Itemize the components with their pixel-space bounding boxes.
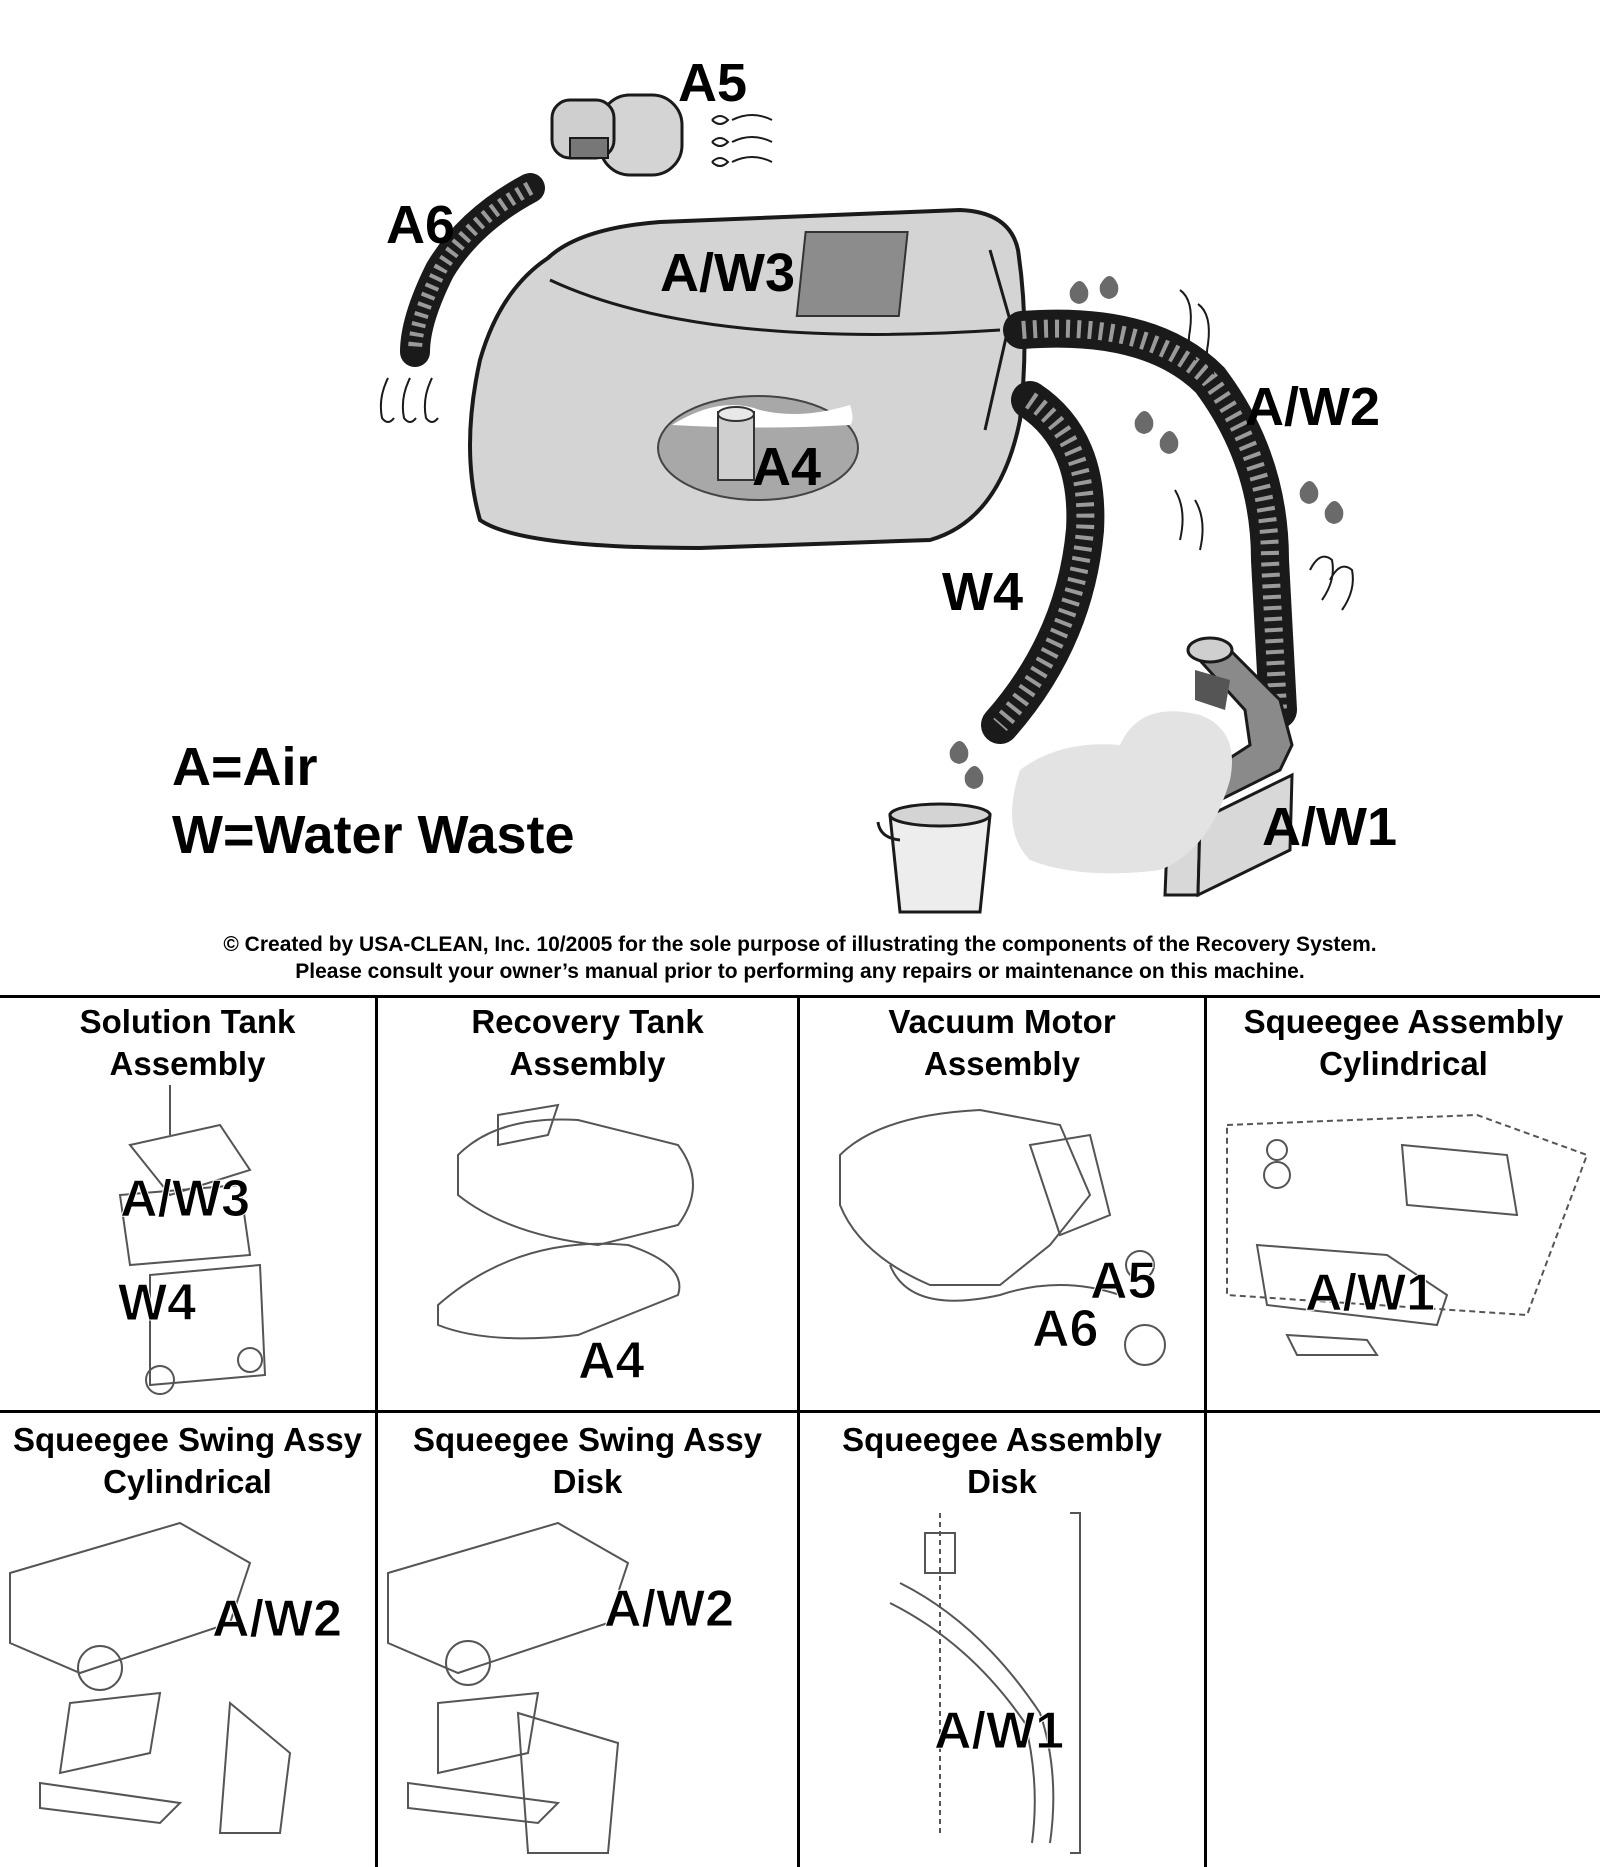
tag-aw1: A/W1 — [1305, 1264, 1436, 1322]
vacuum-motor-parts-drawing — [839, 1108, 1166, 1366]
title-line-1: Squeegee Assembly — [1243, 1003, 1564, 1040]
tag-a5: A5 — [1089, 1252, 1157, 1310]
title-line-1: Squeegee Swing Assy — [412, 1421, 763, 1458]
tag-w4: W4 — [118, 1274, 197, 1332]
cell-title: Squeegee Assembly Cylindrical — [1207, 1001, 1600, 1085]
label-aw3: A/W3 — [660, 243, 795, 303]
title-line-2: Assembly — [109, 1045, 266, 1082]
cell-squeegee-swing-assy-disk[interactable]: Squeegee Swing Assy Disk A/W2 — [378, 1413, 800, 1867]
tag-aw2: A/W2 — [212, 1590, 343, 1648]
legend-air: A=Air — [172, 737, 318, 797]
title-line-1: Squeegee Assembly — [842, 1421, 1162, 1458]
recovery-tank — [468, 207, 1027, 551]
label-w4: W4 — [942, 562, 1023, 622]
cell-title: Solution Tank Assembly — [0, 1001, 375, 1085]
tag-aw1: A/W1 — [934, 1702, 1065, 1760]
label-a6: A6 — [386, 195, 456, 255]
assembly-grid: Solution Tank Assembly A/W3 W4 Recovery … — [0, 995, 1600, 1867]
title-line-1: Vacuum Motor — [888, 1003, 1116, 1040]
hose-aw2 — [1003, 309, 1297, 729]
water-puddle — [1012, 711, 1232, 874]
credit-line-1: © Created by USA-CLEAN, Inc. 10/2005 for… — [223, 933, 1377, 956]
bucket — [876, 802, 992, 914]
hose-a6 — [400, 173, 545, 367]
cell-squeegee-assembly-cylindrical[interactable]: Squeegee Assembly Cylindrical A/W1 — [1207, 995, 1600, 1413]
cell-solution-tank-assembly[interactable]: Solution Tank Assembly A/W3 W4 — [0, 995, 378, 1413]
solution-tank-parts-drawing — [118, 1085, 267, 1395]
title-line-2: Disk — [552, 1463, 623, 1500]
legend-water: W=Water Waste — [172, 805, 575, 865]
title-line-1: Solution Tank — [79, 1003, 296, 1040]
vacuum-motor — [550, 93, 684, 177]
cell-title: Squeegee Swing Assy Disk — [378, 1419, 797, 1503]
title-line-2: Cylindrical — [1319, 1045, 1488, 1082]
cell-squeegee-swing-assy-cylindrical[interactable]: Squeegee Swing Assy Cylindrical A/W2 — [0, 1413, 378, 1867]
air-flow-icon — [379, 114, 1354, 611]
title-line-1: Recovery Tank — [471, 1003, 704, 1040]
label-a5: A5 — [678, 53, 748, 113]
squeegee-cylindrical-parts-drawing — [1226, 1113, 1589, 1356]
cell-vacuum-motor-assembly[interactable]: Vacuum Motor Assembly A5 A6 — [800, 995, 1207, 1413]
swing-cylindrical-parts-drawing — [9, 1521, 292, 1834]
cell-title: Recovery Tank Assembly — [378, 1001, 797, 1085]
cell-title: Squeegee Assembly Disk — [800, 1419, 1204, 1503]
label-aw2: A/W2 — [1245, 377, 1380, 437]
title-line-2: Assembly — [924, 1045, 1080, 1082]
recovery-tank-parts-drawing — [437, 1103, 694, 1340]
cell-recovery-tank-assembly[interactable]: Recovery Tank Assembly A4 — [378, 995, 800, 1413]
cell-title: Vacuum Motor Assembly — [800, 1001, 1204, 1085]
tag-aw3: A/W3 — [120, 1170, 251, 1228]
label-aw1: A/W1 — [1262, 797, 1397, 857]
tag-a4: A4 — [577, 1332, 645, 1390]
tag-aw2: A/W2 — [604, 1580, 735, 1638]
cell-squeegee-assembly-disk[interactable]: Squeegee Assembly Disk A/W1 — [800, 1413, 1207, 1867]
title-line-2: Cylindrical — [103, 1463, 272, 1500]
cell-empty — [1207, 1413, 1600, 1867]
water-drop-icon — [949, 276, 1344, 789]
hose-w4 — [981, 381, 1105, 744]
credit-line-2: Please consult your owner’s manual prior… — [295, 960, 1305, 983]
grid-top-border — [0, 995, 1600, 998]
tag-a6: A6 — [1031, 1300, 1099, 1358]
recovery-system-diagram: A5 A6 A/W3 A4 A/W2 W4 A/W1 A=Air W=Water… — [0, 0, 1600, 930]
swing-disk-parts-drawing — [387, 1521, 630, 1854]
title-line-2: Assembly — [509, 1045, 666, 1082]
title-line-2: Disk — [967, 1463, 1037, 1500]
label-a4: A4 — [752, 437, 822, 497]
title-line-1: Squeegee Swing Assy — [12, 1421, 363, 1458]
cell-title: Squeegee Swing Assy Cylindrical — [0, 1419, 375, 1503]
squeegee-disk-parts-drawing — [889, 1512, 1081, 1854]
recovery-system-illustration — [379, 93, 1354, 914]
